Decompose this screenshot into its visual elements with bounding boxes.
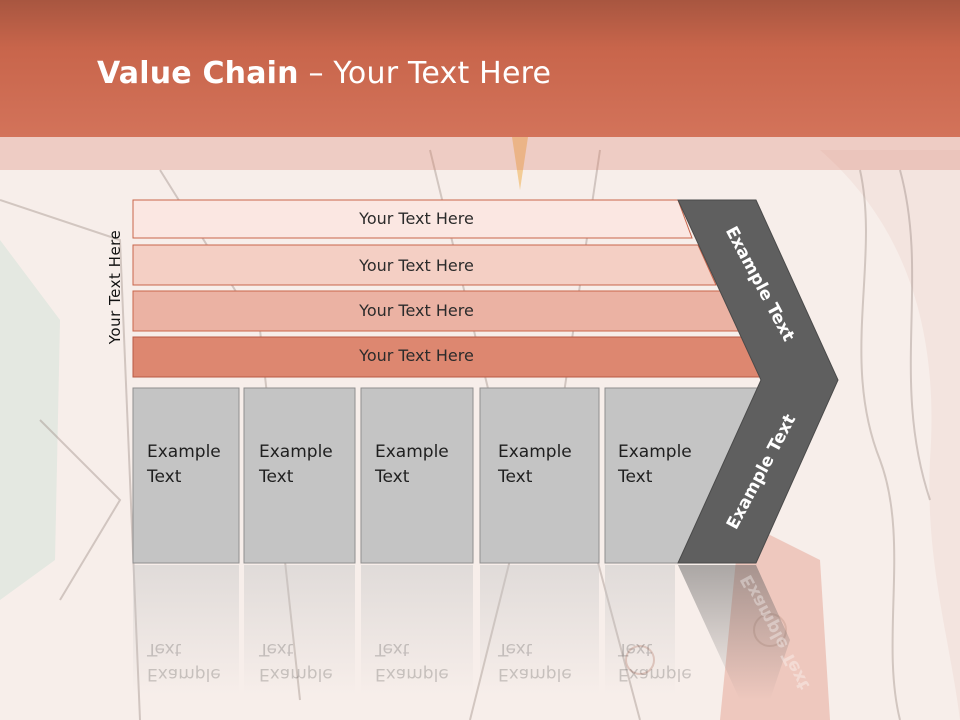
title-band	[0, 137, 960, 170]
row-shape-1	[132, 199, 693, 239]
row-label-4: Your Text Here	[359, 346, 474, 365]
row-label-3: Your Text Here	[359, 301, 474, 320]
row-shape-2	[132, 244, 717, 286]
side-label: Your Text Here	[99, 222, 131, 352]
column-reflection-4	[480, 565, 599, 695]
column-reflection-1	[133, 565, 239, 695]
column-reflection-3	[361, 565, 473, 695]
column-reflection-2	[244, 565, 355, 695]
row-label-2: Your Text Here	[359, 256, 474, 275]
title-bar: Value Chain – Your Text Here	[0, 0, 960, 137]
column-reflection-5	[605, 565, 675, 695]
column-box-1	[132, 387, 240, 564]
title-rest: – Your Text Here	[298, 56, 552, 91]
chevron-reflection	[678, 565, 790, 700]
title-bold: Value Chain	[97, 56, 299, 91]
column-box-4	[479, 387, 600, 564]
row-label-1: Your Text Here	[359, 209, 474, 228]
chevron-arrow	[677, 199, 839, 564]
column-box-3	[360, 387, 474, 564]
column-box-2	[243, 387, 356, 564]
side-label-text: Your Text Here	[106, 229, 124, 345]
slide-title: Value Chain – Your Text Here	[97, 56, 551, 91]
